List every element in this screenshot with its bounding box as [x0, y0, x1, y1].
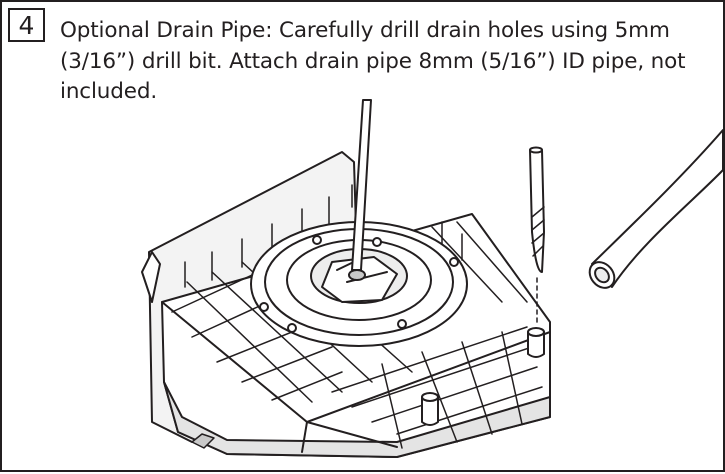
- corner-posts: [421, 327, 545, 426]
- tool-rod: [351, 99, 372, 271]
- step-number: 4: [18, 10, 35, 40]
- drain-pipe: [588, 129, 724, 289]
- side-latch: [191, 433, 215, 449]
- drill-bit: [529, 146, 545, 327]
- step-number-badge: 4: [8, 8, 45, 42]
- instruction-text: Optional Drain Pipe: Carefully drill dra…: [60, 18, 686, 104]
